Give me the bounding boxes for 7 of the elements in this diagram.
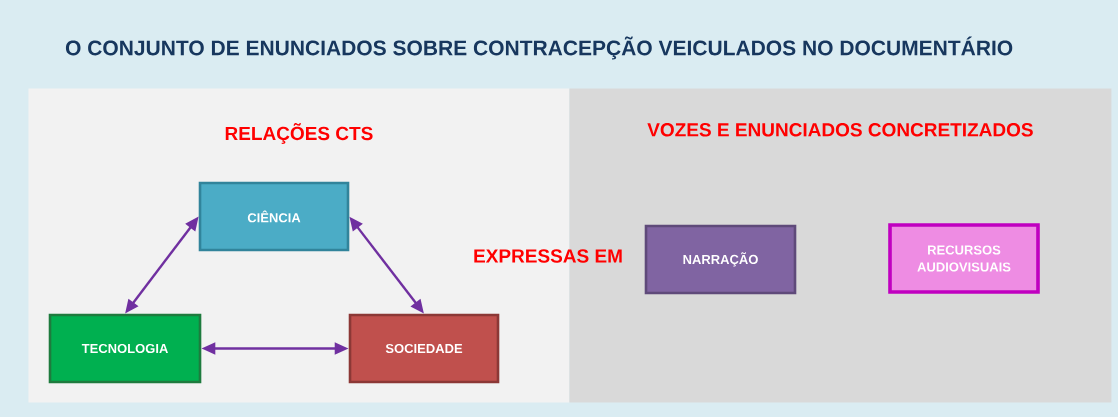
process-box: CIÊNCIA (198, 181, 350, 252)
title: O CONJUNTO DE ENUNCIADOS SOBRE CONTRACEPÇÃO VEICULADOS NO DOCUMENTÁRIO (65, 36, 1013, 60)
connecting-phrase: EXPRESSAS EM (474, 249, 622, 263)
process-box: SOCIEDADE (348, 313, 500, 384)
process-box: TECNOLOGIA (48, 313, 202, 384)
process-box: NARRAÇÃO (644, 224, 797, 295)
process-box: RECURSOS AUDIOVISUAIS (888, 223, 1040, 294)
